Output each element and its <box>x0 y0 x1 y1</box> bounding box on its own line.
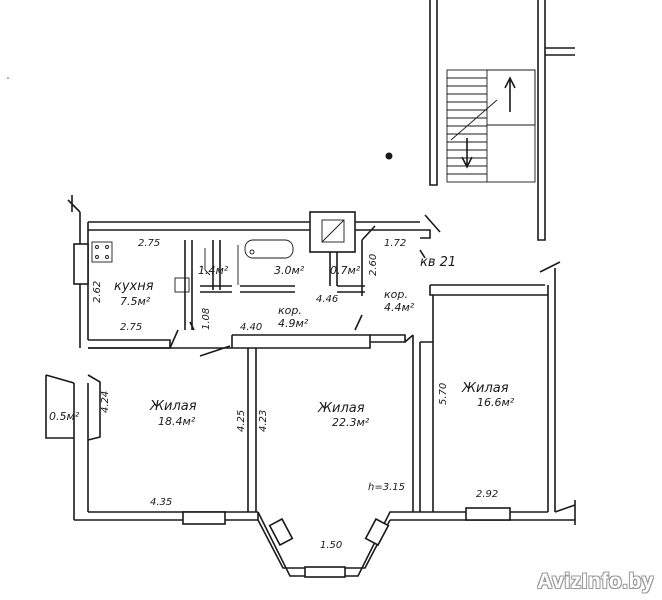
living-2-area: 22.3м² <box>332 416 370 429</box>
dim-corridor-hall: 4.46 <box>316 294 338 305</box>
living-1-area: 18.4м² <box>158 415 196 428</box>
corridor-2-area: 4.4м² <box>384 301 415 314</box>
wc-area: 1.4м² <box>198 264 229 277</box>
kitchen-fixtures <box>91 241 113 263</box>
kitchen-name: кухня <box>114 279 154 294</box>
balcony-area: 0.5м² <box>49 410 80 423</box>
corridor-2-name: кор. <box>384 288 408 301</box>
dim-closet-side: 2.60 <box>368 254 379 276</box>
interior-walls <box>88 211 434 512</box>
closet-area: 0.7м² <box>330 264 361 277</box>
ceiling-height: h=3.15 <box>368 482 405 493</box>
dim-kitchen-top: 2.75 <box>138 238 160 249</box>
corridor-1-area: 4.9м² <box>278 317 309 330</box>
apartment-label: кв 21 <box>420 255 456 270</box>
watermark: AvizInfo.by <box>537 570 654 593</box>
dim-corridor-1: 4.40 <box>240 322 262 333</box>
living-3-area: 16.6м² <box>477 396 515 409</box>
dim-living-3-side: 5.70 <box>438 383 449 405</box>
kitchen-area: 7.5м² <box>120 295 151 308</box>
dim-living-1-right: 4.25 <box>236 410 247 432</box>
dim-kitchen-bottom: 2.75 <box>120 322 142 333</box>
dim-living-1-bottom: 4.35 <box>150 497 172 508</box>
dim-living-2-left: 4.23 <box>258 410 269 432</box>
outer-walls <box>45 195 576 578</box>
dim-wc-side: 1.08 <box>201 308 212 330</box>
corridor-1-name: кор. <box>278 304 302 317</box>
ink-dot <box>385 152 393 160</box>
dim-living-3-bottom: 2.92 <box>476 489 498 500</box>
stairwell <box>429 0 575 241</box>
ink-dot-small <box>7 77 9 79</box>
living-3-name: Жилая <box>461 381 509 396</box>
labels: кв 21 h=3.15 кухня 7.5м² 1.4м² 3.0м² 0.7… <box>49 238 515 551</box>
living-1-name: Жилая <box>149 399 197 414</box>
living-2-name: Жилая <box>317 401 365 416</box>
dim-bay: 1.50 <box>320 540 342 551</box>
bath-area: 3.0м² <box>274 264 305 277</box>
dim-closet-top: 1.72 <box>384 238 406 249</box>
dim-balcony-side: 4.24 <box>100 391 111 413</box>
dim-kitchen-side: 2.62 <box>92 281 103 303</box>
